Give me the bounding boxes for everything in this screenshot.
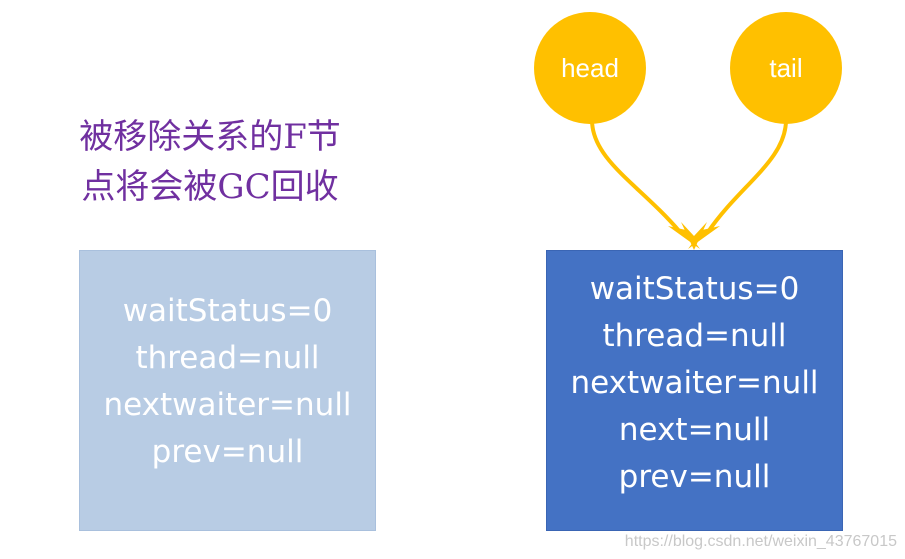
removed-node-nextwaiter: nextwaiter=null <box>103 386 352 423</box>
head-pointer-label: head <box>561 52 619 83</box>
removed-node-waitstatus: waitStatus=0 <box>122 292 333 329</box>
merged-arrowhead <box>681 222 707 250</box>
current-node-next: next=null <box>618 412 771 448</box>
current-node-prev: prev=null <box>618 459 771 495</box>
caption: 被移除关系的F节 点将会被GC回收 <box>50 112 370 212</box>
removed-node: waitStatus=0 thread=null nextwaiter=null… <box>79 250 376 531</box>
caption-line-1: 被移除关系的F节 <box>79 117 341 157</box>
tail-arrow-line <box>706 119 788 234</box>
removed-node-thread: thread=null <box>135 339 320 376</box>
watermark: https://blog.csdn.net/weixin_43767015 <box>624 533 897 550</box>
tail-pointer: tail <box>730 12 842 124</box>
caption-line-2: 点将会被GC回收 <box>81 167 339 207</box>
current-node: waitStatus=0 thread=null nextwaiter=null… <box>546 250 843 531</box>
tail-pointer-label: tail <box>769 52 803 83</box>
head-pointer: head <box>534 12 646 124</box>
current-node-waitstatus: waitStatus=0 <box>589 271 800 307</box>
current-node-thread: thread=null <box>602 318 787 354</box>
head-arrow-line <box>590 119 682 234</box>
current-node-nextwaiter: nextwaiter=null <box>570 365 819 401</box>
removed-node-prev: prev=null <box>151 433 304 470</box>
